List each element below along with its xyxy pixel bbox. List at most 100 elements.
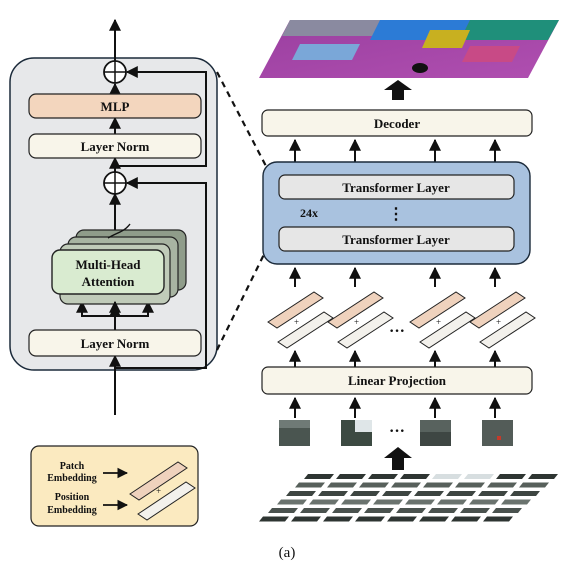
svg-text:+: + (294, 317, 299, 327)
input-patch-tile (350, 491, 380, 496)
arrows-to-embeddings (289, 349, 501, 367)
input-patch-tile (277, 499, 307, 505)
input-patch-tile (423, 482, 453, 488)
legend-position-embedding-bar (137, 481, 196, 521)
attention-label-line1: Multi-Head (76, 257, 142, 272)
input-patch-tile (428, 508, 458, 513)
input-patch-tile (327, 482, 357, 488)
input-patch-tile (318, 491, 348, 496)
input-patch-tile (478, 491, 508, 496)
arrows-to-decoder (289, 138, 501, 162)
arrows-to-transformer (289, 266, 501, 287)
input-patch-grid (259, 474, 558, 522)
legend: Patch Embedding Position Embedding + (30, 445, 199, 527)
mlp-box (28, 93, 202, 119)
input-patch-tile (309, 499, 339, 505)
svg-text:+: + (156, 486, 161, 496)
segmentation-output-map (259, 20, 559, 78)
input-patch-tile (364, 508, 394, 513)
output-big-arrow (384, 80, 412, 100)
zoom-lines (216, 71, 276, 351)
vertical-ellipsis: ⋮ (388, 206, 404, 223)
input-patch-tile (396, 508, 426, 513)
input-patch-tile (295, 482, 325, 488)
transformer-layer-top-box (278, 174, 515, 200)
input-patch-tile (368, 474, 398, 479)
repeat-label: 24x (300, 206, 318, 220)
input-patch-tile (437, 499, 467, 505)
layer-norm-bottom-box (28, 329, 202, 357)
layer-norm-top-box (28, 133, 202, 159)
input-patch-tile (528, 474, 558, 479)
input-patch-tile (446, 491, 476, 496)
input-patch-tile (286, 491, 316, 496)
decoder-label: Decoder (374, 116, 420, 131)
input-patch-tile (332, 508, 362, 513)
input-patch-tile (382, 491, 412, 496)
input-patch-tile (359, 482, 389, 488)
figure-caption: (a) (279, 545, 296, 561)
embedding-ellipsis: ··· (389, 323, 405, 340)
patch-ellipsis: ··· (389, 423, 405, 440)
input-patch-tile (268, 508, 298, 513)
input-patch-tile (469, 499, 499, 505)
embedding-pair-1: + (267, 291, 334, 349)
embedding-pair-2: + (327, 291, 394, 349)
input-patch-tile (400, 474, 430, 479)
input-patch-tile (432, 474, 462, 479)
encoder-block: MLP Layer Norm Multi-Head Attention Laye… (9, 18, 218, 415)
legend-position-line2: Embedding (47, 505, 96, 516)
input-patch-tile (451, 516, 481, 522)
input-patch-tile (304, 474, 334, 479)
svg-text:+: + (354, 317, 359, 327)
input-patch-tile (391, 482, 421, 488)
input-patch-tile (460, 508, 490, 513)
image-patch-4 (482, 420, 513, 446)
input-patch-tile (300, 508, 330, 513)
input-patch-tile (355, 516, 385, 522)
input-patch-tile (323, 516, 353, 522)
legend-patch-line2: Embedding (47, 473, 96, 484)
pipeline: Decoder Transformer Layer 24x ⋮ Transfor… (259, 20, 559, 522)
input-patch-tile (501, 499, 531, 505)
input-patch-tile (464, 474, 494, 479)
transformer-layer-bottom-box (278, 226, 515, 252)
add-node-top (103, 60, 127, 84)
input-big-arrow (384, 447, 412, 470)
residual-connections (76, 18, 207, 415)
input-patch-tile (387, 516, 417, 522)
attention-label-line2: Attention (82, 274, 135, 289)
input-patch-tile (510, 491, 540, 496)
input-patch-tile (405, 499, 435, 505)
attention-box (51, 249, 165, 295)
legend-patch-line1: Patch (60, 461, 85, 472)
transformer-layer-top-label: Transformer Layer (342, 180, 450, 195)
image-patches: ··· (279, 420, 513, 446)
input-patch-tile (519, 482, 549, 488)
legend-position-line1: Position (55, 492, 90, 503)
linear-projection-box (261, 366, 533, 395)
svg-text:+: + (436, 317, 441, 327)
input-patch-tile (414, 491, 444, 496)
transformer-layer-bottom-label: Transformer Layer (342, 232, 450, 247)
input-patch-tile (455, 482, 485, 488)
input-patch-tile (487, 482, 517, 488)
add-node-bottom (103, 171, 127, 195)
input-patch-tile (291, 516, 321, 522)
input-patch-tile (259, 516, 289, 522)
linear-projection-label: Linear Projection (348, 373, 447, 388)
input-patch-tile (496, 474, 526, 479)
mlp-label: MLP (101, 99, 130, 114)
input-patch-tile (341, 499, 371, 505)
decoder-box (261, 109, 533, 137)
embedding-pair-3: + (409, 291, 476, 349)
layer-norm-top-label: Layer Norm (81, 139, 150, 154)
arrows-to-projection (289, 396, 501, 418)
embedding-pair-4: + (469, 291, 536, 349)
layer-norm-bottom-label: Layer Norm (81, 336, 150, 351)
svg-text:+: + (496, 317, 501, 327)
input-patch-tile (336, 474, 366, 479)
input-patch-tile (419, 516, 449, 522)
legend-patch-embedding-bar (129, 461, 188, 501)
